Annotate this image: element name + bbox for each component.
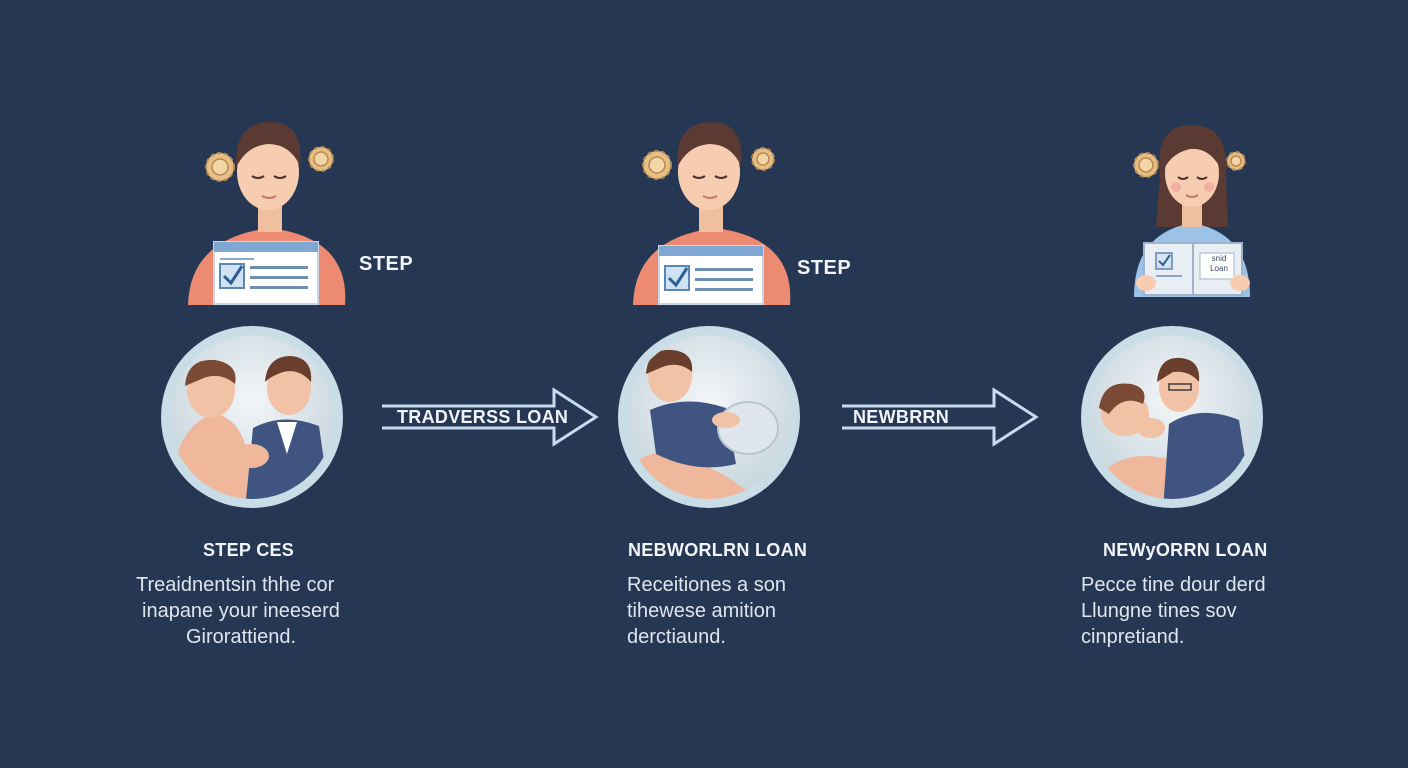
document-text: snid Loan — [1202, 254, 1236, 274]
circle-illustration-1 — [159, 324, 345, 510]
step-description-line: Pecce tine dour derd — [1081, 574, 1266, 596]
gear-icon — [751, 147, 775, 171]
step-description-line: Treaidnentsin thhe cor — [136, 574, 335, 596]
step-description-3: Pecce tine dour derd Llungne tines sov c… — [1081, 572, 1321, 650]
arrow-label-1: TRADVERSS LOAN — [397, 407, 569, 427]
step-title-2: NEBWORLRN LOAN — [628, 540, 808, 560]
step-title-1: STEP CES — [203, 540, 295, 560]
step-description-line: cinpretiand. — [1081, 626, 1185, 648]
arrow-2 — [838, 384, 1042, 450]
person-step-label: STEP — [359, 253, 414, 275]
gear-icon — [1226, 151, 1246, 171]
person-illustration-1 — [180, 110, 360, 310]
step-description-line: derctiaund. — [627, 626, 726, 648]
step-description-line: tihewese amition — [627, 600, 776, 622]
gear-icon — [205, 152, 235, 182]
gear-icon — [308, 146, 334, 172]
step-description-line: inapane your ineeserd — [142, 600, 340, 622]
document-text-line: snid — [1211, 254, 1227, 263]
step-description-1: Treaidnentsin thhe cor inapane your inee… — [136, 572, 376, 650]
step-title-3: NEWyORRN LOAN — [1103, 540, 1268, 560]
arrow-label-2: NEWBRRN — [853, 407, 950, 427]
circle-illustration-2 — [616, 324, 802, 510]
person-step-label: STEP — [797, 257, 852, 279]
person-illustration-2 — [625, 110, 805, 310]
step-description-2: Receitiones a son tihewese amition derct… — [627, 572, 847, 650]
step-description-line: Llungne tines sov — [1081, 600, 1237, 622]
step-description-line: Receitiones a son — [627, 574, 786, 596]
gear-icon — [1133, 152, 1159, 178]
step-description-line: Girorattiend. — [186, 626, 297, 648]
gear-icon — [642, 150, 672, 180]
document-text-line: Loan — [1210, 264, 1228, 273]
circle-illustration-3 — [1079, 324, 1265, 510]
arrow-1 — [378, 384, 602, 450]
person-illustration-3: snid Loan — [1120, 115, 1270, 305]
